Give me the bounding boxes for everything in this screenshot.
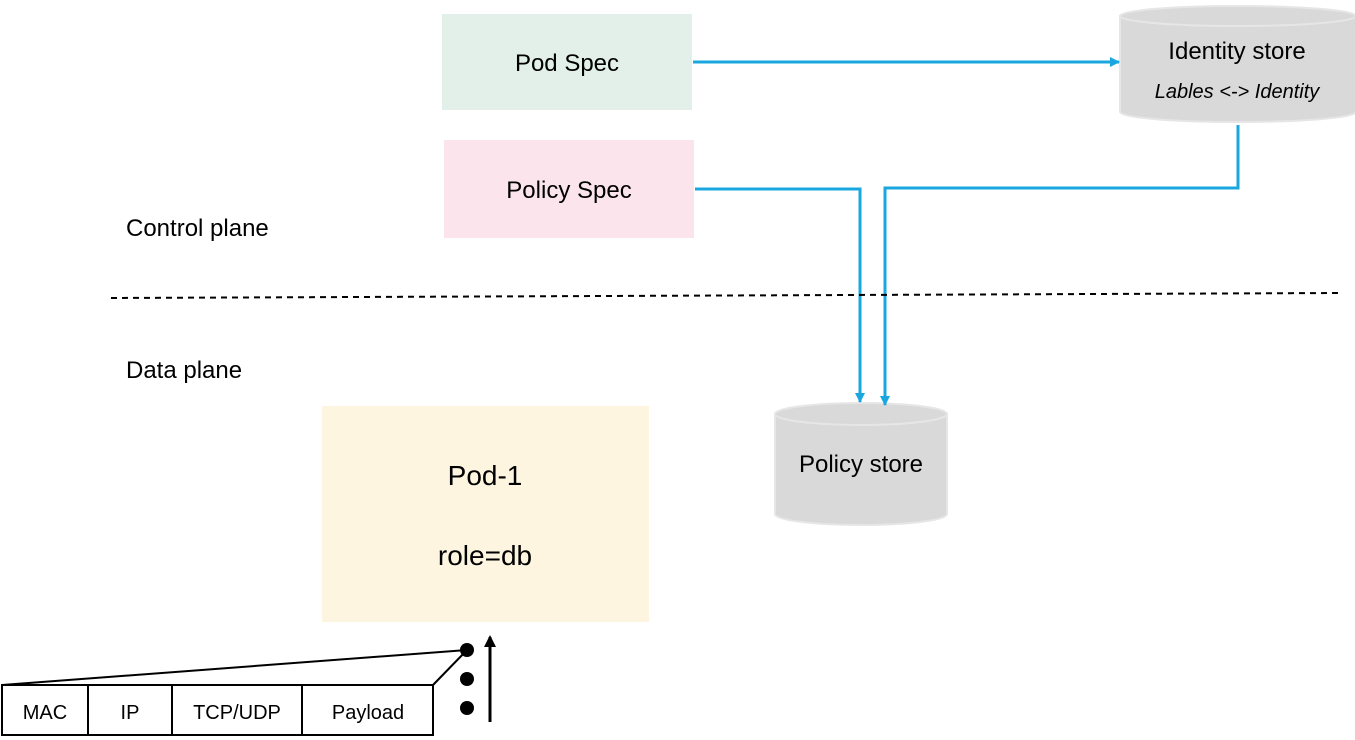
pod-spec-label: Pod Spec xyxy=(515,50,619,77)
policy-store-body xyxy=(774,413,948,526)
packet-field-box xyxy=(1,684,89,736)
ellipsis-dot xyxy=(460,643,474,657)
pod-label: role=db xyxy=(438,540,532,571)
packet-field-box xyxy=(87,684,173,736)
identity-store-subtitle: Lables <-> Identity xyxy=(1155,81,1321,103)
policy-store-title: Policy store xyxy=(799,451,923,478)
identity-to-policystore-arrow xyxy=(880,125,1240,406)
callout-line xyxy=(1,649,468,686)
identity-store-node: Identity store Lables <-> Identity xyxy=(1119,5,1355,123)
policy-spec-box xyxy=(444,140,694,238)
packet-field-label: IP xyxy=(121,702,140,724)
identity-store-top xyxy=(1119,5,1355,27)
callout-line xyxy=(432,649,468,686)
policy-store-top xyxy=(774,402,948,426)
packet-field-label: Payload xyxy=(332,702,404,724)
ellipsis-dot xyxy=(460,672,474,686)
policy-spec-label: Policy Spec xyxy=(506,177,631,204)
packet-field-label: TCP/UDP xyxy=(193,702,281,724)
pod-name: Pod-1 xyxy=(448,460,523,491)
packet-field-box xyxy=(301,684,434,736)
pod-spec-box xyxy=(442,14,692,110)
identity-store-body xyxy=(1119,15,1355,123)
policyspec-to-policystore-arrow xyxy=(695,187,865,403)
ellipsis-dot xyxy=(460,701,474,715)
identity-store-title: Identity store xyxy=(1168,38,1305,65)
policy-spec-node: Policy Spec xyxy=(444,140,694,238)
pod-node: Pod-1 role=db xyxy=(322,406,649,622)
packet: MAC IP TCP/UDP Payload xyxy=(1,684,434,736)
packet-field-label: MAC xyxy=(23,702,67,724)
pod-box xyxy=(322,406,649,622)
control-plane-label: Control plane xyxy=(126,215,269,242)
policy-store-node: Policy store xyxy=(774,402,948,526)
data-plane-label: Data plane xyxy=(126,357,242,384)
plane-divider xyxy=(110,292,1341,299)
pod-spec-node: Pod Spec xyxy=(442,14,692,110)
